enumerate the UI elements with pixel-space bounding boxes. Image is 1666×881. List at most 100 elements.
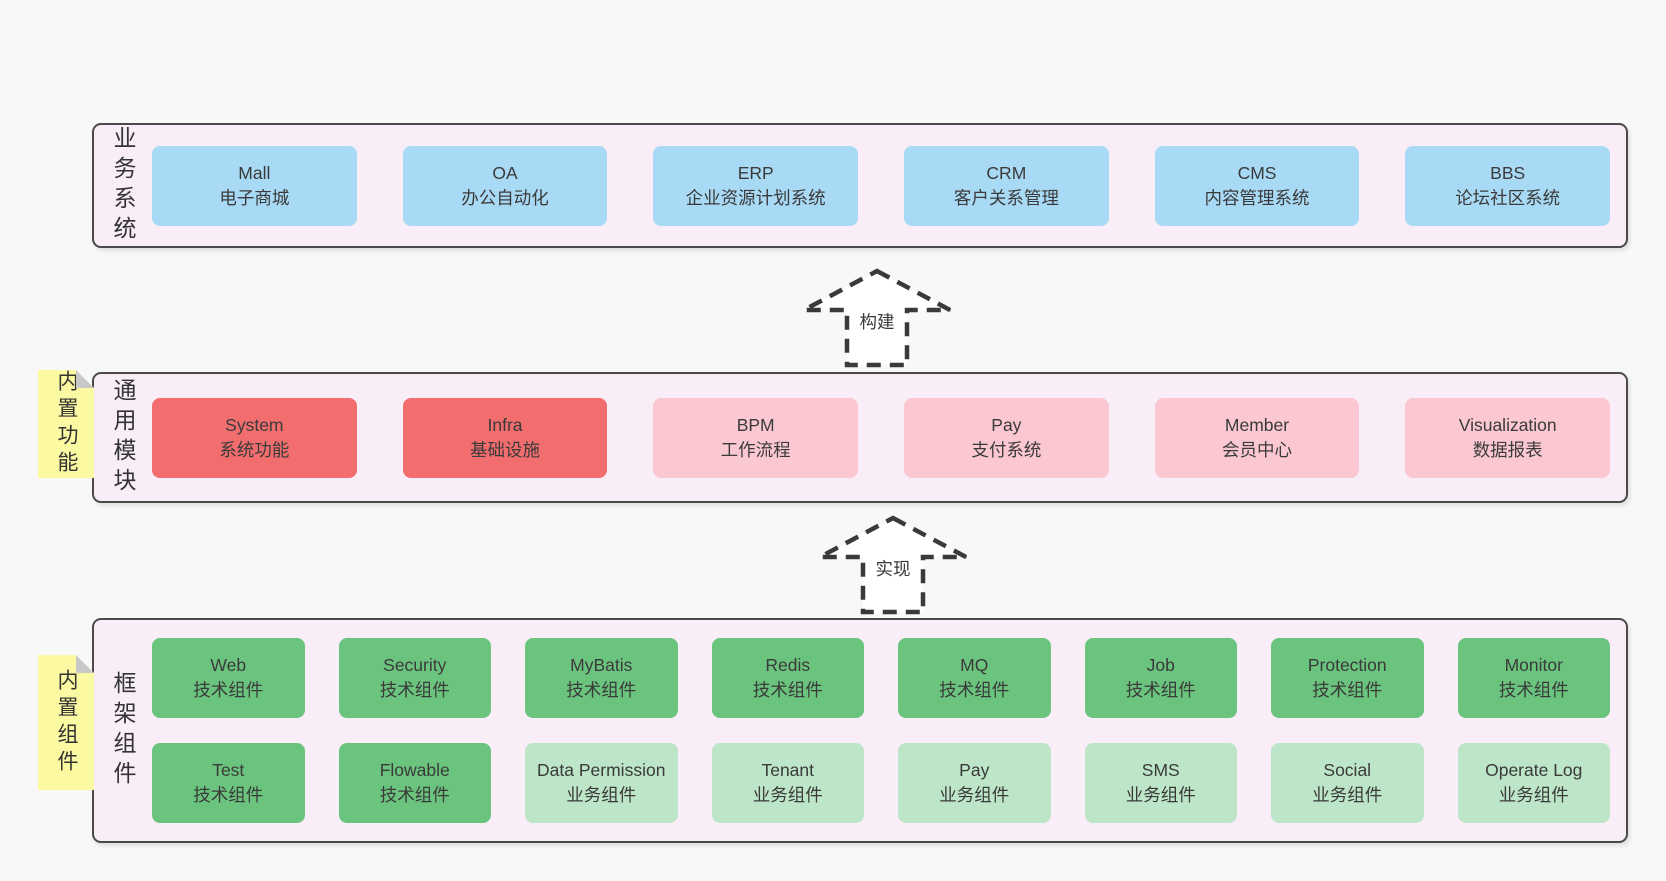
module-box-title: Monitor (1504, 655, 1563, 675)
layer-common-modules: 通用模块 System 系统功能 Infra 基础设施 BPM 工作流程 Pay 支付系统 Me… (92, 372, 1628, 503)
sticky-note-label: 内置功能 (55, 370, 78, 478)
module-box-title: BBS (1490, 162, 1526, 183)
module-box-social: Social 业务组件 (1271, 743, 1424, 823)
module-box-web: Web 技术组件 (152, 638, 305, 718)
module-box-title: Pay (991, 414, 1022, 435)
module-box-subtitle: 技术组件 (379, 680, 450, 700)
module-box-test: Test 技术组件 (152, 743, 305, 823)
module-box-title: Protection (1307, 655, 1387, 675)
module-box-subtitle: 业务组件 (1312, 785, 1383, 805)
module-box-subtitle: 数据报表 (1472, 439, 1543, 460)
module-box-subtitle: 技术组件 (1498, 680, 1569, 700)
module-box-title: Test (212, 760, 245, 780)
module-box-subtitle: 会员中心 (1222, 439, 1293, 460)
module-box-title: System (225, 414, 284, 435)
module-box-job: Job 技术组件 (1084, 638, 1237, 718)
module-box-title: Member (1224, 414, 1290, 435)
module-box-title: Web (210, 655, 247, 675)
module-box-title: CMS (1237, 162, 1277, 183)
module-box-title: Data Permission (537, 760, 666, 780)
module-box-protection: Protection 技术组件 (1271, 638, 1424, 718)
module-box-title: MQ (960, 655, 989, 675)
module-box-title: OA (492, 162, 518, 183)
module-box-subtitle: 企业资源计划系统 (685, 187, 826, 208)
module-box-title: Mall (238, 162, 271, 183)
module-box-subtitle: 办公自动化 (461, 187, 549, 208)
module-box-title: MyBatis (570, 655, 633, 675)
module-box-title: Security (383, 655, 447, 675)
module-box-subtitle: 基础设施 (470, 439, 540, 460)
module-box-flowable: Flowable 技术组件 (338, 743, 491, 823)
module-box-subtitle: 业务组件 (566, 785, 637, 805)
arrow-build-label: 构建 (855, 308, 899, 335)
arrow-build: 构建 (800, 268, 954, 368)
sticky-note-built-in-components: 内置组件 (38, 655, 94, 790)
module-box-subtitle: 支付系统 (971, 439, 1042, 460)
module-box-subtitle: 技术组件 (1125, 680, 1196, 700)
module-box-mq: MQ 技术组件 (898, 638, 1051, 718)
module-box-subtitle: 技术组件 (379, 785, 450, 805)
module-box-title: Job (1146, 655, 1175, 675)
module-box-subtitle: 技术组件 (1312, 680, 1383, 700)
module-box-operate-log: Operate Log 业务组件 (1457, 743, 1610, 823)
module-box-title: ERP (737, 162, 774, 183)
layer-label-business-systems: 业务系统 (110, 125, 136, 246)
layer-business-systems: 业务系统 Mall 电子商城 OA 办公自动化 ERP 企业资源计划系统 CRM 客户关系管理… (92, 123, 1628, 248)
module-box-subtitle: 业务组件 (752, 785, 823, 805)
module-box-subtitle: 系统功能 (219, 439, 290, 460)
module-box-subtitle: 技术组件 (193, 680, 264, 700)
module-box-pay: Pay 支付系统 (904, 397, 1109, 478)
module-box-title: Social (1323, 760, 1372, 780)
module-box-title: Tenant (761, 760, 815, 780)
module-box-subtitle: 业务组件 (1125, 785, 1196, 805)
module-box-subtitle: 业务组件 (939, 785, 1010, 805)
module-box-mall: Mall 电子商城 (152, 145, 357, 226)
module-box-visualization: Visualization 数据报表 (1405, 397, 1611, 478)
module-box-subtitle: 技术组件 (193, 785, 264, 805)
module-box-title: Redis (765, 655, 811, 675)
module-box-subtitle: 技术组件 (939, 680, 1010, 700)
module-box-title: Visualization (1458, 414, 1557, 435)
sticky-note-built-in-functions: 内置功能 (38, 370, 94, 478)
arrow-implement: 实现 (816, 515, 970, 615)
module-box-redis: Redis 技术组件 (711, 638, 864, 718)
module-box-erp: ERP 企业资源计划系统 (653, 145, 859, 226)
module-box-subtitle: 客户关系管理 (953, 187, 1059, 208)
module-box-member: Member 会员中心 (1154, 397, 1360, 478)
arrow-implement-label: 实现 (871, 555, 915, 582)
module-box-title: Infra (487, 414, 523, 435)
module-box-subtitle: 电子商城 (219, 187, 290, 208)
module-box-subtitle: 技术组件 (566, 680, 637, 700)
module-box-title: Pay (959, 760, 990, 780)
layer-boxes: Mall 电子商城 OA 办公自动化 ERP 企业资源计划系统 CRM 客户关系管理 CMS 内容… (152, 125, 1626, 246)
layer-label-common-modules: 通用模块 (110, 377, 136, 498)
module-box-title: CRM (986, 162, 1027, 183)
module-box-cms: CMS 内容管理系统 (1154, 145, 1360, 226)
layer-boxes: System 系统功能 Infra 基础设施 BPM 工作流程 Pay 支付系统 Member 会… (152, 374, 1626, 501)
module-box-subtitle: 业务组件 (1498, 785, 1569, 805)
module-box-subtitle: 内容管理系统 (1204, 187, 1310, 208)
module-box-bbs: BBS 论坛社区系统 (1405, 145, 1611, 226)
module-box-title: Operate Log (1485, 760, 1583, 780)
module-box-subtitle: 论坛社区系统 (1455, 187, 1561, 208)
sticky-note-label: 内置组件 (55, 668, 78, 777)
module-box-mybatis: MyBatis 技术组件 (525, 638, 678, 718)
module-box-pay: Pay 业务组件 (898, 743, 1051, 823)
module-box-security: Security 技术组件 (338, 638, 491, 718)
module-box-title: BPM (736, 414, 775, 435)
module-box-crm: CRM 客户关系管理 (904, 145, 1109, 226)
module-box-bpm: BPM 工作流程 (653, 397, 859, 478)
module-box-system: System 系统功能 (152, 397, 357, 478)
module-box-infra: Infra 基础设施 (402, 397, 608, 478)
module-box-subtitle: 工作流程 (720, 439, 791, 460)
module-box-title: Flowable (379, 760, 450, 780)
module-box-monitor: Monitor 技术组件 (1457, 638, 1610, 718)
layer-label-framework-components: 框架组件 (110, 670, 136, 791)
module-box-subtitle: 技术组件 (752, 680, 823, 700)
module-box-data-permission: Data Permission 业务组件 (525, 743, 678, 823)
module-box-title: SMS (1141, 760, 1180, 780)
module-box-tenant: Tenant 业务组件 (711, 743, 864, 823)
